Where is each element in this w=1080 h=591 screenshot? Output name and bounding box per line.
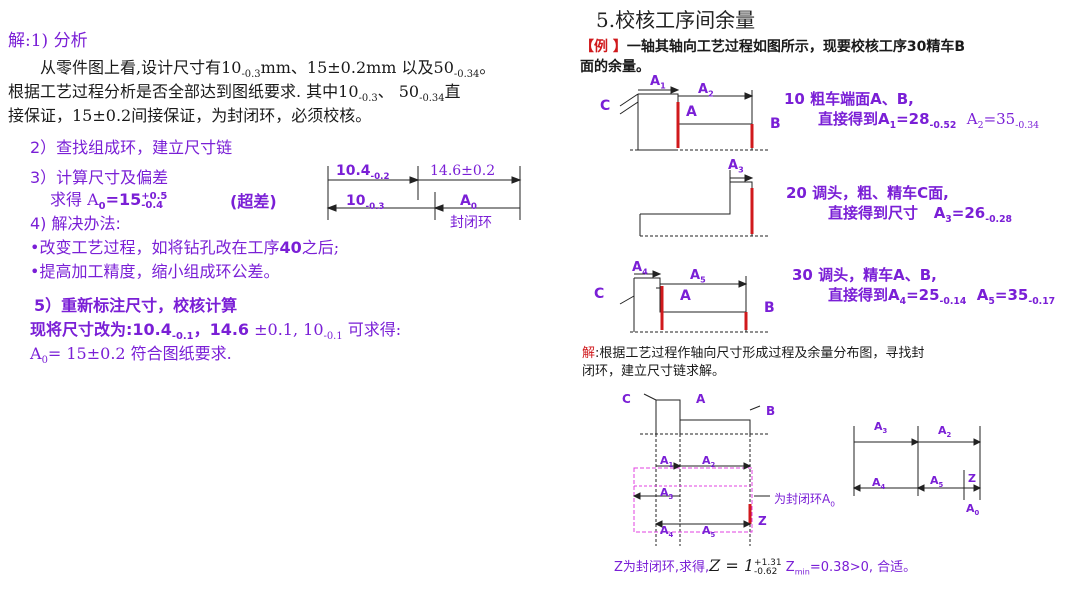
label-a4-alloc: A4 (660, 524, 674, 540)
label-c-3: C (594, 286, 605, 302)
label-c-4: C (622, 392, 631, 406)
heading-find-chain: 2）查找组成环，建立尺寸链 (30, 138, 233, 157)
example-line1: 【例 】一轴其轴向工艺过程如图所示，现要校核工序30精车B (580, 39, 966, 55)
paragraph-line3: 接保证，15±0.2间接保证，为封闭环，必须校核。 (8, 106, 372, 125)
paragraph-line2: 根据工艺过程分析是否全部达到图纸要求. 其中10-0.3、 50-0.34直 (8, 82, 461, 105)
z-result: Z为封闭环,求得,Z = 1+1.31-0.62 Zmin=0.38>0, 合适… (614, 556, 917, 577)
label-c-1: C (600, 98, 611, 114)
chain-a3: A3 (874, 420, 888, 436)
heading-calc: 3）计算尺寸及偏差 (30, 168, 169, 187)
bullet-change-process: •改变工艺过程，如将钻孔改在工序40之后; (30, 238, 340, 257)
label-a5-alloc: A5 (702, 524, 716, 540)
label-a2-dim: A2 (698, 82, 714, 99)
chain-label-a0: A0 (460, 193, 477, 212)
solution-line1: 解:根据工艺过程作轴向尺寸形成过程及余量分布图，寻找封 (582, 346, 925, 361)
chain-z: Z (968, 472, 976, 485)
final-dims: 现将尺寸改为:10.4-0.1，14.6 ±0.1, 10-0.1 可求得: (30, 320, 402, 343)
section-title: 5.校核工序间余量 (596, 8, 756, 32)
label-b-4: B (766, 404, 776, 418)
label-a-1: A (686, 104, 697, 120)
heading-relabel: 5）重新标注尺寸，校核计算 (34, 296, 238, 315)
label-a5-dim: A5 (690, 268, 706, 285)
chain-a2: A2 (938, 424, 952, 440)
solution-line2: 闭环，建立尺寸链求解。 (582, 364, 726, 379)
step10-title: 10 粗车端面A、B, (784, 90, 914, 108)
chain-label-closed-loop: 封闭环 (450, 215, 492, 231)
step20-title: 20 调头，粗、精车C面, (786, 184, 949, 202)
step10-detail: 直接得到A1=28-0.52 A2=35-0.34 (818, 110, 1040, 131)
label-b-1: B (770, 116, 781, 132)
label-a-3: A (680, 288, 691, 304)
label-a-4: A (696, 392, 706, 406)
heading-analysis: 解:1) 分析 (8, 31, 88, 51)
label-a1-alloc: A1 (660, 454, 674, 470)
label-a4-dim: A4 (632, 260, 648, 277)
chain-a4: A4 (872, 476, 886, 492)
calc-result: 求得 A0=15+0.5-0.4 (50, 190, 168, 213)
dimension-chain-diagram (326, 166, 522, 220)
label-closed-a0: 为封闭环A0 (774, 492, 835, 509)
label-a3-alloc: A3 (660, 486, 674, 502)
paragraph-line1: 从零件图上看,设计尺寸有10-0.3mm、15±0.2mm 以及50-0.34。 (40, 58, 496, 81)
bullet-precision: •提高加工精度，缩小组成环公差。 (30, 262, 280, 281)
label-a1-dim: A1 (650, 74, 666, 91)
final-result: A0= 15±0.2 符合图纸要求. (30, 344, 232, 367)
step20-diagram (639, 170, 770, 237)
chain-label-10-4: 10.4-0.2 (336, 163, 390, 182)
allowance-diagram (632, 393, 770, 546)
step30-diagram (619, 270, 770, 333)
example-line2: 面的余量。 (580, 59, 650, 75)
step20-detail: 直接得到尺寸 A3=26-0.28 (828, 204, 1013, 225)
label-a3-dim: A3 (728, 158, 744, 175)
heading-solution: 4) 解决办法: (30, 214, 121, 233)
chain-a5: A5 (930, 474, 944, 490)
chain-a0: A0 (966, 502, 980, 518)
chain-label-14-6: 14.6±0.2 (430, 163, 496, 179)
chain-label-10: 10-0.3 (346, 193, 385, 212)
label-b-3: B (764, 300, 775, 316)
right-chain-diagram (852, 426, 982, 500)
calc-note: (超差) (230, 192, 277, 211)
label-z-alloc: Z (758, 514, 767, 528)
step10-diagram (619, 86, 770, 151)
step30-detail: 直接得到A4=25-0.14 A5=35-0.17 (828, 286, 1056, 307)
label-a2-alloc: A2 (702, 454, 716, 470)
step30-title: 30 调头，精车A、B, (792, 266, 937, 284)
